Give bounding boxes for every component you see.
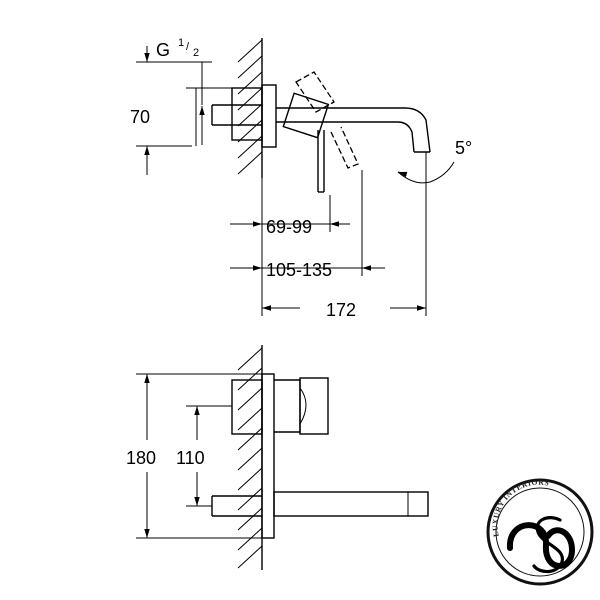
lever-rotated-outline	[295, 71, 359, 169]
front-upper-block	[231, 379, 263, 435]
logo-s-mark	[532, 516, 564, 574]
front-spout	[273, 491, 429, 517]
dim-depth-105-135: 105-135	[266, 260, 332, 280]
thread-label: G	[156, 40, 170, 60]
luxury-interiors-logo: LUXURY INTERIORS	[486, 477, 594, 586]
lever-base	[282, 92, 330, 139]
front-handle-knob	[299, 377, 329, 435]
spout	[276, 107, 431, 153]
dim-reach-172: 172	[326, 300, 356, 320]
thread-fraction-slash: /	[186, 41, 190, 53]
front-view-drawing: 180 110	[126, 345, 429, 570]
front-escutcheon-plate	[261, 373, 275, 539]
mounting-block	[231, 87, 263, 141]
thread-fraction-numerator: 1	[178, 37, 184, 49]
wall-hatching-top	[237, 39, 263, 175]
dim-height-70: 70	[130, 107, 150, 127]
logo-swirl-mark	[507, 522, 576, 569]
dim-angle: 5°	[455, 138, 472, 158]
dim-total-height-180: 180	[126, 448, 156, 468]
thread-fraction-denominator: 2	[193, 47, 199, 59]
escutcheon-plate	[261, 84, 277, 148]
front-handle-collar	[274, 379, 301, 433]
dim-spout-height-110: 110	[176, 448, 205, 468]
dim-depth-69-99: 69-99	[266, 217, 312, 237]
angle-arc	[397, 161, 455, 184]
side-view-drawing: G 1 / 2 70 5° 69-99 105-135	[130, 37, 472, 320]
wall-hatching-bottom	[237, 347, 263, 569]
